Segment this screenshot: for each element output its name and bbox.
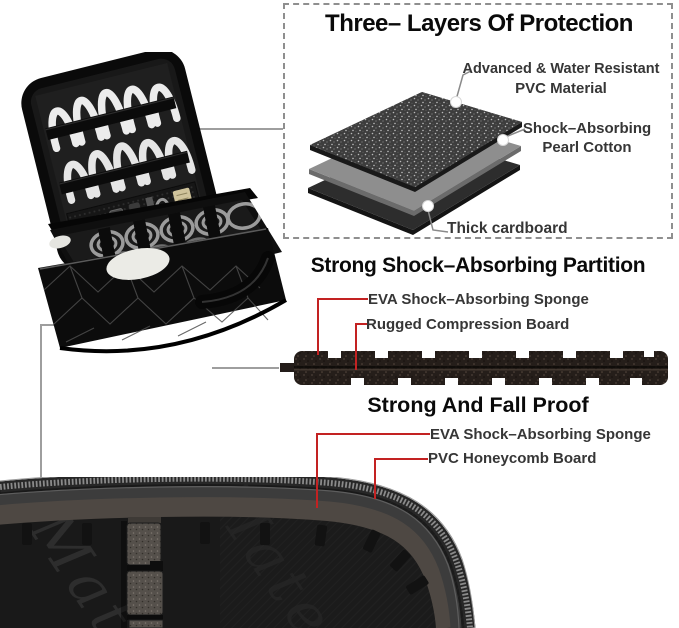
bag-handle: [195, 251, 275, 309]
connector-line-bag-to-layers: [151, 128, 283, 130]
foam-rim: [0, 494, 458, 628]
white-cable-tip: [49, 235, 71, 249]
partition-left-tab: [280, 363, 300, 372]
divider-slots: [22, 522, 429, 595]
white-case-item: [106, 248, 170, 280]
connector-elbow-vertical: [40, 324, 42, 478]
red-callout-line: [355, 323, 368, 325]
elastic-strap: [45, 96, 177, 141]
red-callout-line: [316, 433, 318, 508]
partition-photo: [280, 349, 668, 387]
partition-title: Strong Shock–Absorbing Partition: [310, 254, 646, 277]
partition-bottom-notches: [351, 378, 642, 387]
connector-line-bag-to-partition: [212, 367, 279, 369]
case-interior-photo: Matein Matein: [0, 477, 476, 628]
red-callout-line: [316, 433, 430, 435]
red-callout-line: [374, 458, 376, 499]
layer-marker-dot: [422, 200, 434, 212]
callout-pvc-line2: PVC Material: [515, 80, 607, 97]
callout-pearl-cotton: Shock–Absorbing Pearl Cotton: [512, 119, 662, 157]
callout-eva-sponge-2: EVA Shock–Absorbing Sponge: [430, 426, 651, 443]
fallproof-title: Strong And Fall Proof: [367, 393, 589, 417]
zipper: [0, 477, 476, 628]
red-callout-line: [355, 323, 357, 370]
callout-pearl-line2: Pearl Cotton: [542, 139, 632, 156]
red-callout-line: [317, 298, 319, 355]
protection-title: Three– Layers Of Protection: [325, 10, 633, 37]
callout-eva-sponge-1: EVA Shock–Absorbing Sponge: [368, 291, 589, 308]
red-callout-line: [374, 458, 428, 460]
divider-column: [121, 517, 164, 628]
board-edge-band: [0, 486, 462, 628]
layer-pvc: [310, 92, 522, 192]
callout-pvc-material: Advanced & Water Resistant PVC Material: [450, 60, 672, 98]
partition-groove: [294, 366, 668, 368]
callout-honeycomb-board: PVC Honeycomb Board: [428, 450, 597, 467]
partition-top-notches: [328, 349, 654, 358]
layer-marker-dot: [450, 96, 462, 108]
geometric-facets: [43, 265, 269, 343]
layer-marker-dot: [497, 134, 509, 146]
elastic-strap: [58, 150, 190, 195]
callout-rugged-board: Rugged Compression Board: [366, 316, 570, 333]
layers-illustration: [308, 70, 526, 235]
red-callout-line: [317, 298, 368, 300]
callout-pearl-line1: Shock–Absorbing: [522, 120, 652, 137]
callout-pvc-line1: Advanced & Water Resistant: [462, 61, 660, 77]
bag-photo: [21, 52, 288, 354]
callout-thick-cardboard: Thick cardboard: [447, 220, 568, 237]
